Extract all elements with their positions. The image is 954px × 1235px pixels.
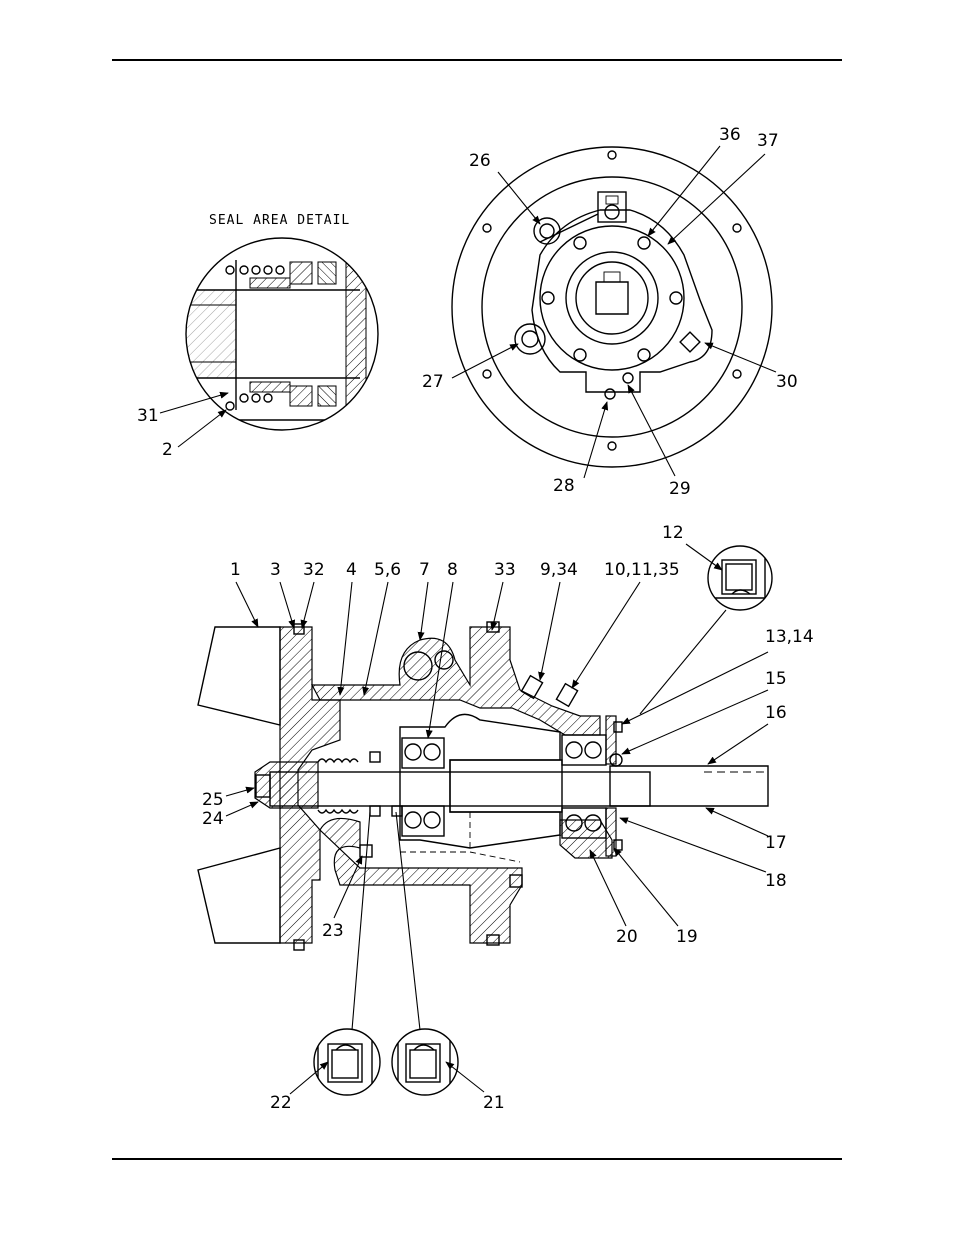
callout-37: 37	[757, 131, 779, 151]
callout-17: 17	[765, 833, 787, 853]
callout-12: 12	[662, 523, 684, 543]
callout-9-34: 9,34	[540, 560, 578, 580]
callout-3: 3	[270, 560, 281, 580]
callout-15: 15	[765, 669, 787, 689]
callout-22: 22	[270, 1093, 292, 1113]
callout-18: 18	[765, 871, 787, 891]
section-view: 1 3 32 4 5,6 7 8 33 9,34 10,11,35 12	[198, 523, 814, 1113]
callout-5-6: 5,6	[374, 560, 401, 580]
callout-8: 8	[447, 560, 458, 580]
callout-30: 30	[776, 372, 798, 392]
callout-10-11-35: 10,11,35	[604, 560, 680, 580]
callout-7: 7	[419, 560, 430, 580]
callout-23: 23	[322, 921, 344, 941]
callout-13-14: 13,14	[765, 627, 814, 647]
callout-36: 36	[719, 125, 741, 145]
callout-29: 29	[669, 479, 691, 499]
callout-26: 26	[469, 151, 491, 171]
callout-4: 4	[346, 560, 357, 580]
callout-33: 33	[494, 560, 516, 580]
callout-16: 16	[765, 703, 787, 723]
callout-31: 31	[137, 406, 159, 426]
callout-27: 27	[422, 372, 444, 392]
seal-area-detail: SEAL AREA DETAIL 31	[137, 213, 378, 460]
callout-32: 32	[303, 560, 325, 580]
callout-1: 1	[230, 560, 241, 580]
callout-2: 2	[162, 440, 173, 460]
callout-25: 25	[202, 790, 224, 810]
callout-21: 21	[483, 1093, 505, 1113]
end-view: 26 36 37 27 30 28 29	[422, 125, 798, 499]
callout-20: 20	[616, 927, 638, 947]
callout-19: 19	[676, 927, 698, 947]
callout-28: 28	[553, 476, 575, 496]
callout-24: 24	[202, 809, 224, 829]
seal-detail-title: SEAL AREA DETAIL	[209, 213, 350, 228]
